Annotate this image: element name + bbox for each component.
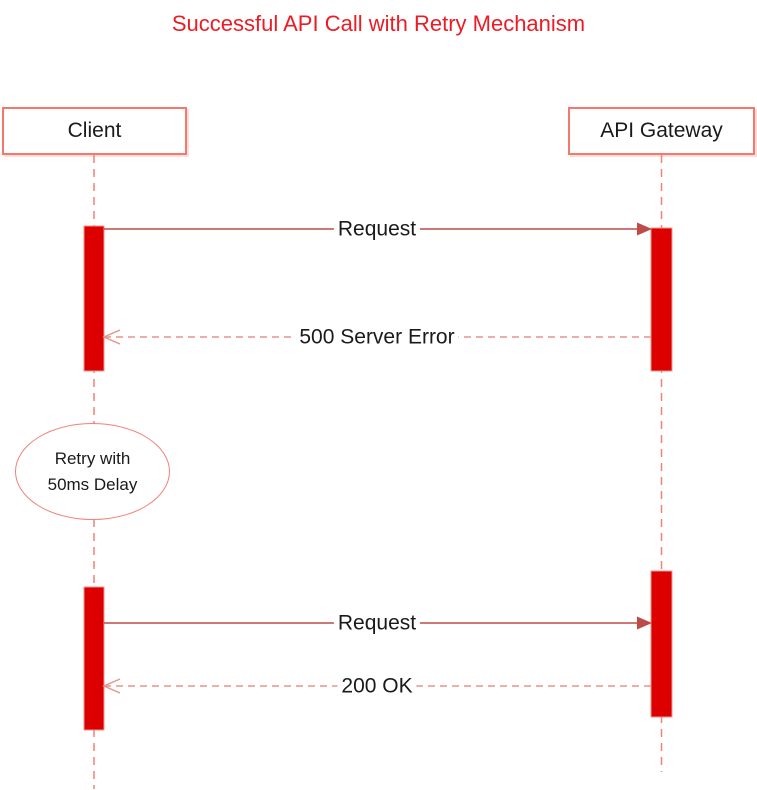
client-activation-bar-2 xyxy=(83,586,105,731)
retry-note-ellipse: Retry with 50ms Delay xyxy=(15,423,170,520)
message-label-200-ok: 200 OK xyxy=(337,673,417,699)
message-label-request-2: Request xyxy=(333,610,421,636)
participant-client-label: Client xyxy=(67,119,122,142)
message-label-500-error: 500 Server Error xyxy=(295,324,459,350)
message-label-request-1: Request xyxy=(333,216,421,242)
arrowhead-request-1 xyxy=(637,222,652,236)
client-activation-bar-1 xyxy=(83,225,105,372)
participant-api-gateway: API Gateway xyxy=(568,107,755,155)
retry-note-line2: 50ms Delay xyxy=(47,474,138,494)
diagram-title: Successful API Call with Retry Mechanism xyxy=(171,11,586,36)
gateway-activation-bar-1 xyxy=(650,227,673,372)
arrowhead-request-2 xyxy=(637,616,652,630)
participant-api-gateway-label: API Gateway xyxy=(600,119,723,142)
retry-note-line1: Retry with xyxy=(54,449,131,468)
participant-client: Client xyxy=(2,107,187,155)
gateway-activation-bar-2 xyxy=(650,570,673,718)
arrowhead-200-ok xyxy=(102,678,121,694)
arrowhead-500-error xyxy=(102,329,121,345)
